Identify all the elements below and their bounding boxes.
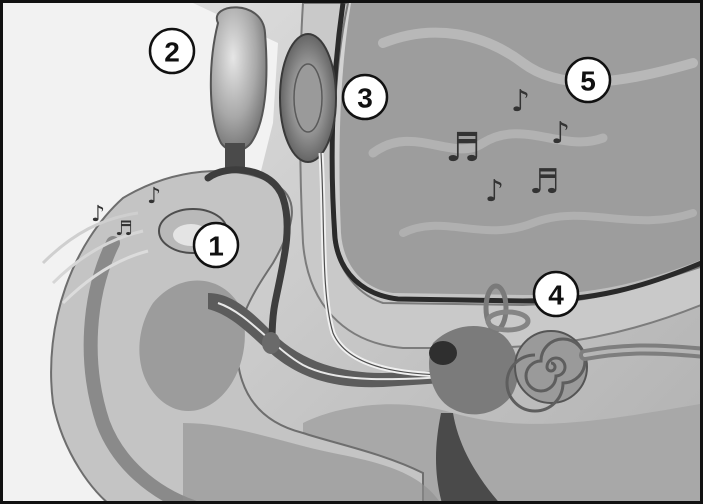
music-note-icon: ♪ — [551, 116, 570, 151]
music-note-icon: ♬ — [445, 125, 481, 171]
callout-1-label: 1 — [208, 231, 224, 262]
callout-2-label: 2 — [164, 37, 180, 68]
brain-region — [339, 3, 703, 295]
callout-4-label: 4 — [548, 280, 564, 311]
music-note-icon: ♪ — [91, 202, 105, 227]
music-note-icon: ♪ — [511, 84, 530, 119]
sound-processor — [211, 7, 267, 150]
middle-ear-cavity — [429, 326, 518, 414]
callout-4: 4 — [534, 272, 578, 316]
ossicle — [429, 341, 457, 365]
ear-anatomy-illustration: ♪ ♬ ♪ ♪ ♬ ♪ ♬ ♪ 1 2 3 4 5 — [3, 3, 703, 504]
music-note-icon: ♬ — [115, 216, 133, 240]
transmitter-coil-inner — [294, 64, 322, 132]
callout-5: 5 — [566, 58, 610, 102]
music-note-icon: ♪ — [485, 174, 504, 209]
music-note-icon: ♬ — [529, 162, 559, 202]
callout-2: 2 — [150, 29, 194, 73]
music-note-icon: ♪ — [147, 184, 161, 209]
callout-5-label: 5 — [580, 66, 596, 97]
callout-3: 3 — [343, 75, 387, 119]
callout-1: 1 — [194, 223, 238, 267]
callout-3-label: 3 — [357, 83, 373, 114]
earmold-tip — [262, 332, 280, 354]
